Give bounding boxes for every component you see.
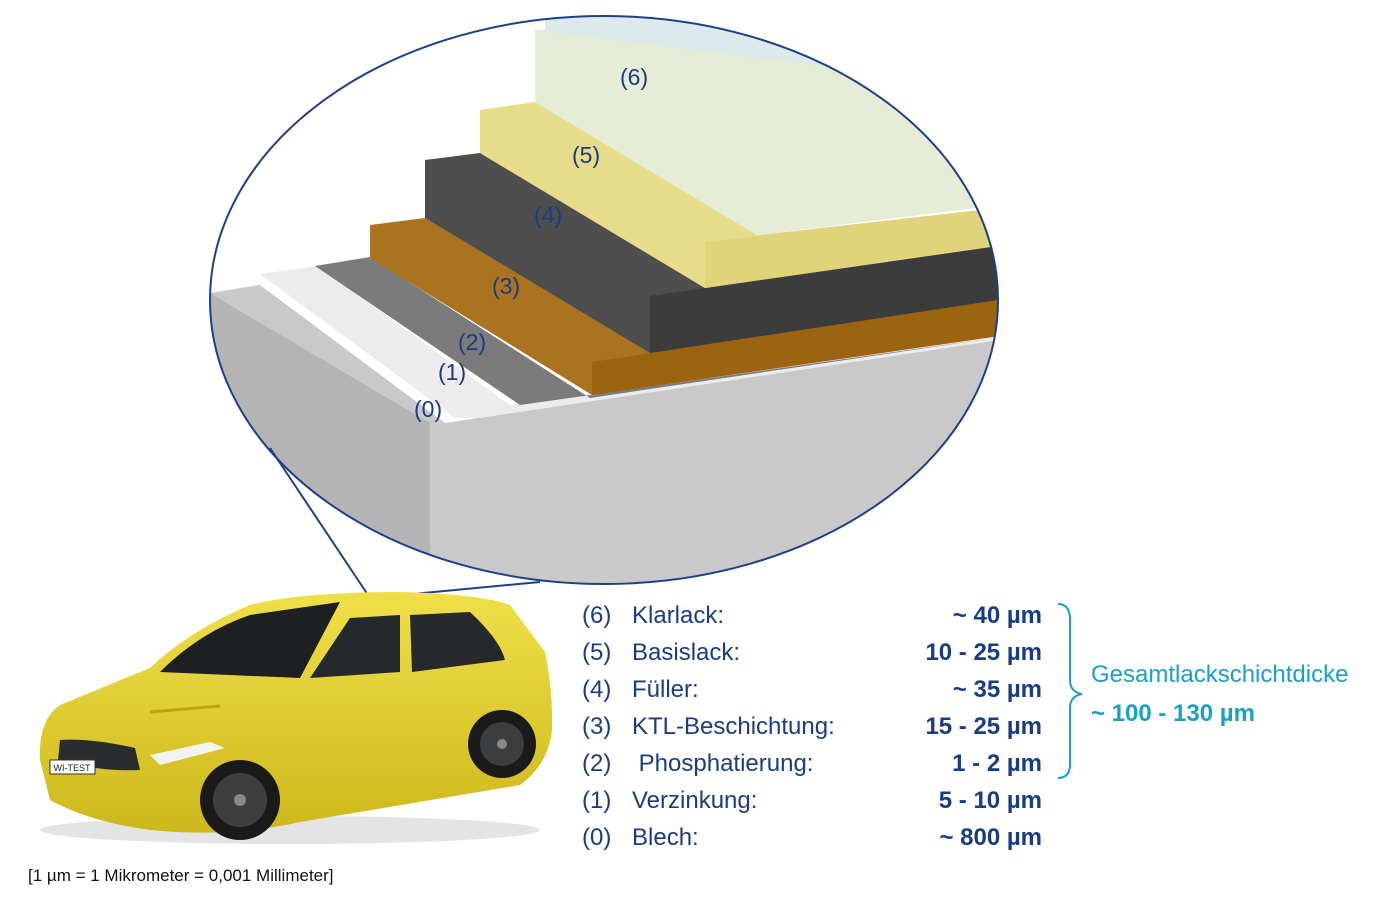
car-image: WI-TEST bbox=[39, 592, 553, 844]
zoom-lens-outline bbox=[209, 15, 999, 585]
legend-number: (0) bbox=[582, 824, 612, 851]
layer-label-1: (1) bbox=[438, 359, 467, 385]
legend-name: Verzinkung: bbox=[632, 787, 758, 814]
layer-label-3: (3) bbox=[492, 273, 521, 299]
legend-row: (6) Klarlack: ~ 40 µm bbox=[582, 600, 1042, 637]
legend-number: (1) bbox=[582, 787, 612, 814]
layer-label-4: (4) bbox=[534, 202, 563, 228]
legend-value: 5 - 10 µm bbox=[938, 787, 1042, 814]
legend-value: ~ 35 µm bbox=[952, 676, 1042, 703]
legend-name: KTL-Beschichtung: bbox=[632, 713, 835, 740]
license-plate-text: WI-TEST bbox=[54, 763, 91, 773]
legend-value: 1 - 2 µm bbox=[952, 750, 1042, 777]
legend-number: (5) bbox=[582, 639, 612, 666]
legend-name: Basislack: bbox=[632, 639, 741, 666]
total-thickness-value: ~ 100 - 130 µm bbox=[1091, 700, 1255, 727]
legend-row: (1) Verzinkung: 5 - 10 µm bbox=[582, 785, 1042, 822]
legend-row: (2) Phosphatierung: 1 - 2 µm bbox=[582, 748, 1042, 785]
legend-number: (4) bbox=[582, 676, 612, 703]
legend-name: Phosphatierung: bbox=[632, 750, 814, 777]
legend-number: (6) bbox=[582, 602, 612, 629]
legend-name: Blech: bbox=[632, 824, 699, 851]
total-thickness-label: Gesamtlackschichtdicke bbox=[1091, 661, 1349, 688]
layer-phosphatierung bbox=[315, 257, 998, 405]
legend-value: 15 - 25 µm bbox=[925, 713, 1042, 740]
layer-label-6: (6) bbox=[620, 64, 649, 90]
layer-label-5: (5) bbox=[572, 142, 601, 168]
unit-footnote: [1 µm = 1 Mikrometer = 0,001 Millimeter] bbox=[28, 866, 334, 885]
total-bracket bbox=[1057, 603, 1083, 779]
legend-row: (4) Füller: ~ 35 µm bbox=[582, 674, 1042, 711]
cross-section bbox=[210, 16, 998, 584]
layer-verzinkung bbox=[260, 266, 998, 418]
layer-label-2: (2) bbox=[458, 329, 487, 355]
legend-row: (0) Blech: ~ 800 µm bbox=[582, 822, 1042, 859]
legend-number: (2) bbox=[582, 750, 612, 777]
layer-blech bbox=[210, 285, 998, 584]
layer-label-0: (0) bbox=[414, 396, 443, 422]
legend-value: ~ 800 µm bbox=[939, 824, 1042, 851]
legend-row: (3) KTL-Beschichtung: 15 - 25 µm bbox=[582, 711, 1042, 748]
license-plate bbox=[49, 759, 96, 775]
legend-name: Füller: bbox=[632, 676, 699, 703]
legend-number: (3) bbox=[582, 713, 612, 740]
legend-value: 10 - 25 µm bbox=[925, 639, 1042, 666]
layer-legend: (6) Klarlack: ~ 40 µm (5) Basislack: 10 … bbox=[582, 600, 1042, 859]
legend-name: Klarlack: bbox=[632, 602, 725, 629]
legend-row: (5) Basislack: 10 - 25 µm bbox=[582, 637, 1042, 674]
legend-value: ~ 40 µm bbox=[952, 602, 1042, 629]
zoom-pointer-line bbox=[269, 447, 371, 599]
